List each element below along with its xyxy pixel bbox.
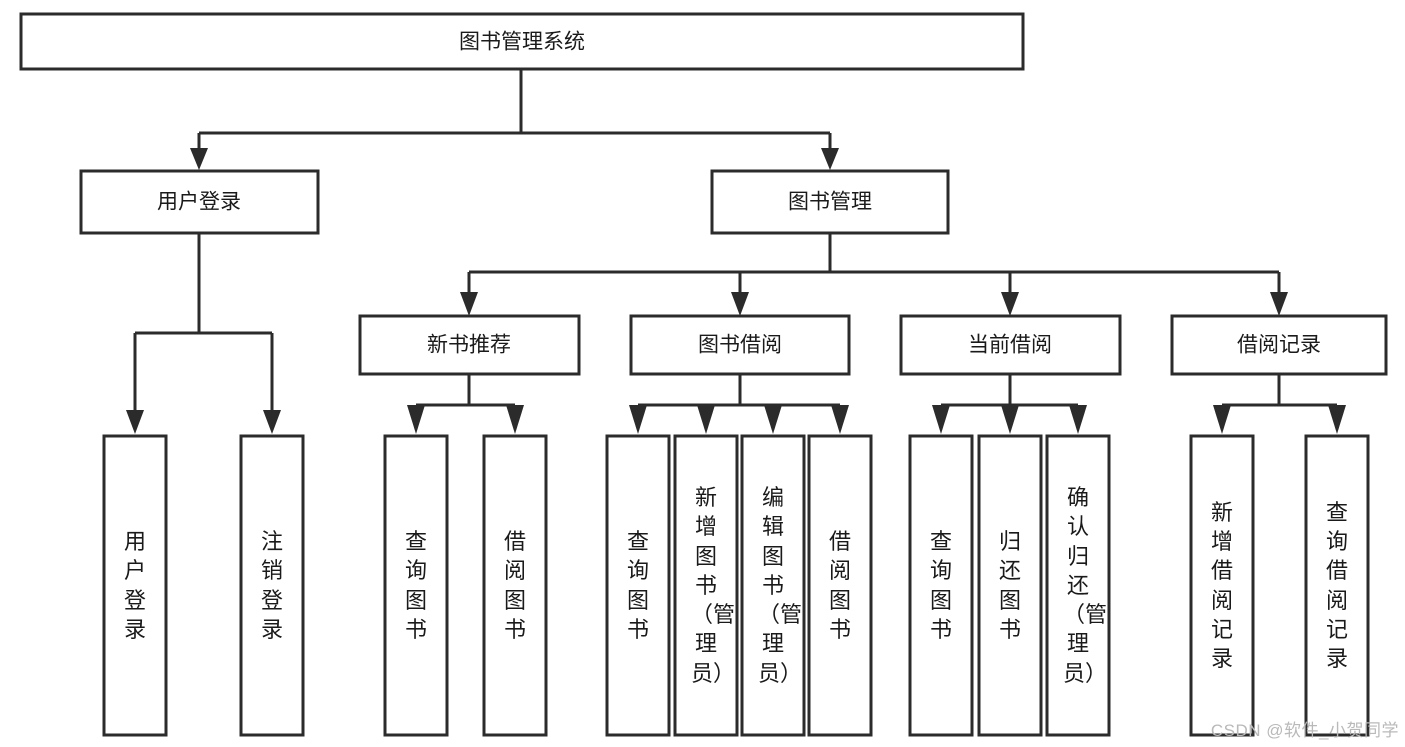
node-book-management[interactable]: 图书管理: [710, 169, 950, 235]
leaf-borrow-records-1-box[interactable]: [1189, 434, 1255, 737]
arrowhead-new-book-leaf-1: [407, 405, 425, 434]
leaf-book-borrow-1[interactable]: [605, 434, 671, 737]
leaf-current-borrow-3[interactable]: [1045, 434, 1111, 737]
arrowhead-current-borrow-leaf-1: [932, 405, 950, 434]
leaf-user-login-2[interactable]: [239, 434, 305, 737]
node-user-login-box[interactable]: [79, 169, 320, 235]
leaf-book-borrow-2-box[interactable]: [673, 434, 739, 737]
leaf-book-borrow-4-box[interactable]: [807, 434, 873, 737]
leaf-book-borrow-4[interactable]: [807, 434, 873, 737]
node-root-system-box[interactable]: [19, 12, 1025, 71]
leaf-borrow-records-1[interactable]: [1189, 434, 1255, 737]
arrowhead-book-borrow-leaf-1: [629, 405, 647, 434]
csdn-watermark: CSDN @软件_小贺同学: [1210, 721, 1399, 740]
arrowhead-root-to-book-mgmt: [821, 148, 839, 170]
leaf-user-login-1[interactable]: [102, 434, 168, 737]
arrowhead-book-mgmt-child-1: [460, 292, 478, 316]
node-book-borrow-box[interactable]: [629, 314, 851, 376]
connector-group-user-login: [126, 233, 281, 434]
arrowhead-user-login-leaf-1: [126, 410, 144, 434]
node-borrow-records[interactable]: 借阅记录: [1170, 314, 1388, 376]
connector-group-root: [190, 70, 839, 170]
node-user-login[interactable]: 用户登录: [79, 169, 320, 235]
node-new-book-recommend-box[interactable]: [358, 314, 581, 376]
arrowhead-user-login-leaf-2: [263, 410, 281, 434]
leaf-new-book-1[interactable]: [383, 434, 449, 737]
leaf-book-borrow-2[interactable]: [673, 434, 739, 737]
connector-group-book-mgmt: [460, 233, 1288, 316]
connector-group-current-borrow: [932, 374, 1087, 434]
node-book-management-label: 图书管理: [788, 191, 872, 214]
node-root-system[interactable]: 图书管理系统: [19, 12, 1025, 71]
node-borrow-records-label: 借阅记录: [1237, 334, 1321, 357]
leaf-user-login-2-box[interactable]: [239, 434, 305, 737]
node-current-borrow[interactable]: 当前借阅: [899, 314, 1122, 376]
arrowhead-borrow-records-leaf-1: [1213, 405, 1231, 434]
arrowhead-book-borrow-leaf-4: [831, 405, 849, 434]
node-book-borrow-label: 图书借阅: [698, 334, 782, 357]
arrowhead-new-book-leaf-2: [506, 405, 524, 434]
connector-group-book-borrow: [629, 374, 849, 434]
leaf-current-borrow-2[interactable]: [977, 434, 1043, 737]
leaf-book-borrow-1-box[interactable]: [605, 434, 671, 737]
arrowhead-book-mgmt-child-2: [731, 292, 749, 316]
arrowhead-book-borrow-leaf-3: [764, 405, 782, 434]
connector-group-borrow-records: [1213, 374, 1346, 434]
node-book-borrow[interactable]: 图书借阅: [629, 314, 851, 376]
leaf-new-book-1-box[interactable]: [383, 434, 449, 737]
arrowhead-book-borrow-leaf-2: [697, 405, 715, 434]
arrowhead-book-mgmt-child-3: [1001, 292, 1019, 316]
node-borrow-records-box[interactable]: [1170, 314, 1388, 376]
node-new-book-recommend-label: 新书推荐: [427, 334, 511, 357]
leaf-current-borrow-1[interactable]: [908, 434, 974, 737]
leaf-borrow-records-2[interactable]: [1304, 434, 1370, 737]
node-user-login-label: 用户登录: [157, 191, 241, 214]
arrowhead-root-to-user-login: [190, 148, 208, 170]
leaf-new-book-2[interactable]: [482, 434, 548, 737]
node-book-management-box[interactable]: [710, 169, 950, 235]
arrowhead-current-borrow-leaf-3: [1069, 405, 1087, 434]
leaf-current-borrow-1-box[interactable]: [908, 434, 974, 737]
connector-group-new-book: [407, 374, 524, 434]
leaf-borrow-records-2-box[interactable]: [1304, 434, 1370, 737]
arrowhead-current-borrow-leaf-2: [1001, 405, 1019, 434]
arrowhead-book-mgmt-child-4: [1270, 292, 1288, 316]
leaf-user-login-1-box[interactable]: [102, 434, 168, 737]
node-current-borrow-box[interactable]: [899, 314, 1122, 376]
leaf-current-borrow-2-box[interactable]: [977, 434, 1043, 737]
node-new-book-recommend[interactable]: 新书推荐: [358, 314, 581, 376]
leaf-current-borrow-3-box[interactable]: [1045, 434, 1111, 737]
node-current-borrow-label: 当前借阅: [968, 334, 1052, 357]
leaf-book-borrow-3-box[interactable]: [740, 434, 806, 737]
arrowhead-borrow-records-leaf-2: [1328, 405, 1346, 434]
leaf-book-borrow-3[interactable]: [740, 434, 806, 737]
leaf-new-book-2-box[interactable]: [482, 434, 548, 737]
node-root-system-label: 图书管理系统: [459, 31, 585, 54]
